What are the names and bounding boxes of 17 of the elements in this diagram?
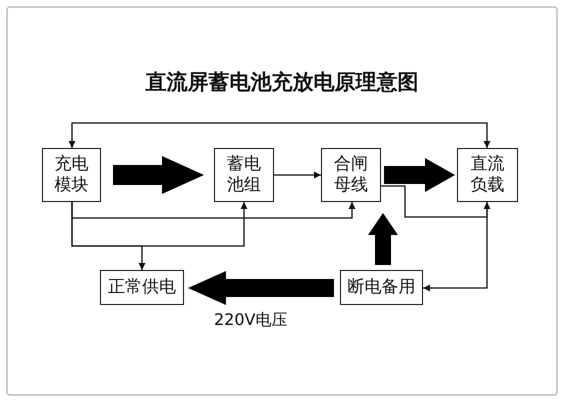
arrow: [68, 122, 490, 148]
process-box: 断电备用: [340, 270, 423, 305]
block-arrow: [384, 158, 455, 192]
process-box: 蓄电池组: [214, 148, 274, 202]
title: 直流屏蓄电池充放电原理意图: [144, 69, 420, 96]
process-box: 正常供电: [100, 270, 184, 305]
arrow: [71, 202, 146, 270]
arrow: [274, 172, 321, 178]
arrow: [381, 185, 490, 218]
block-arrow: [368, 213, 398, 265]
process-box: 合闸母线: [321, 148, 381, 202]
arrow: [423, 202, 488, 292]
block-arrow: [188, 271, 334, 305]
arrow: [71, 202, 356, 219]
process-box: 充电模块: [42, 148, 101, 202]
process-box: 直流负载: [457, 148, 518, 202]
block-arrow: [113, 156, 204, 194]
